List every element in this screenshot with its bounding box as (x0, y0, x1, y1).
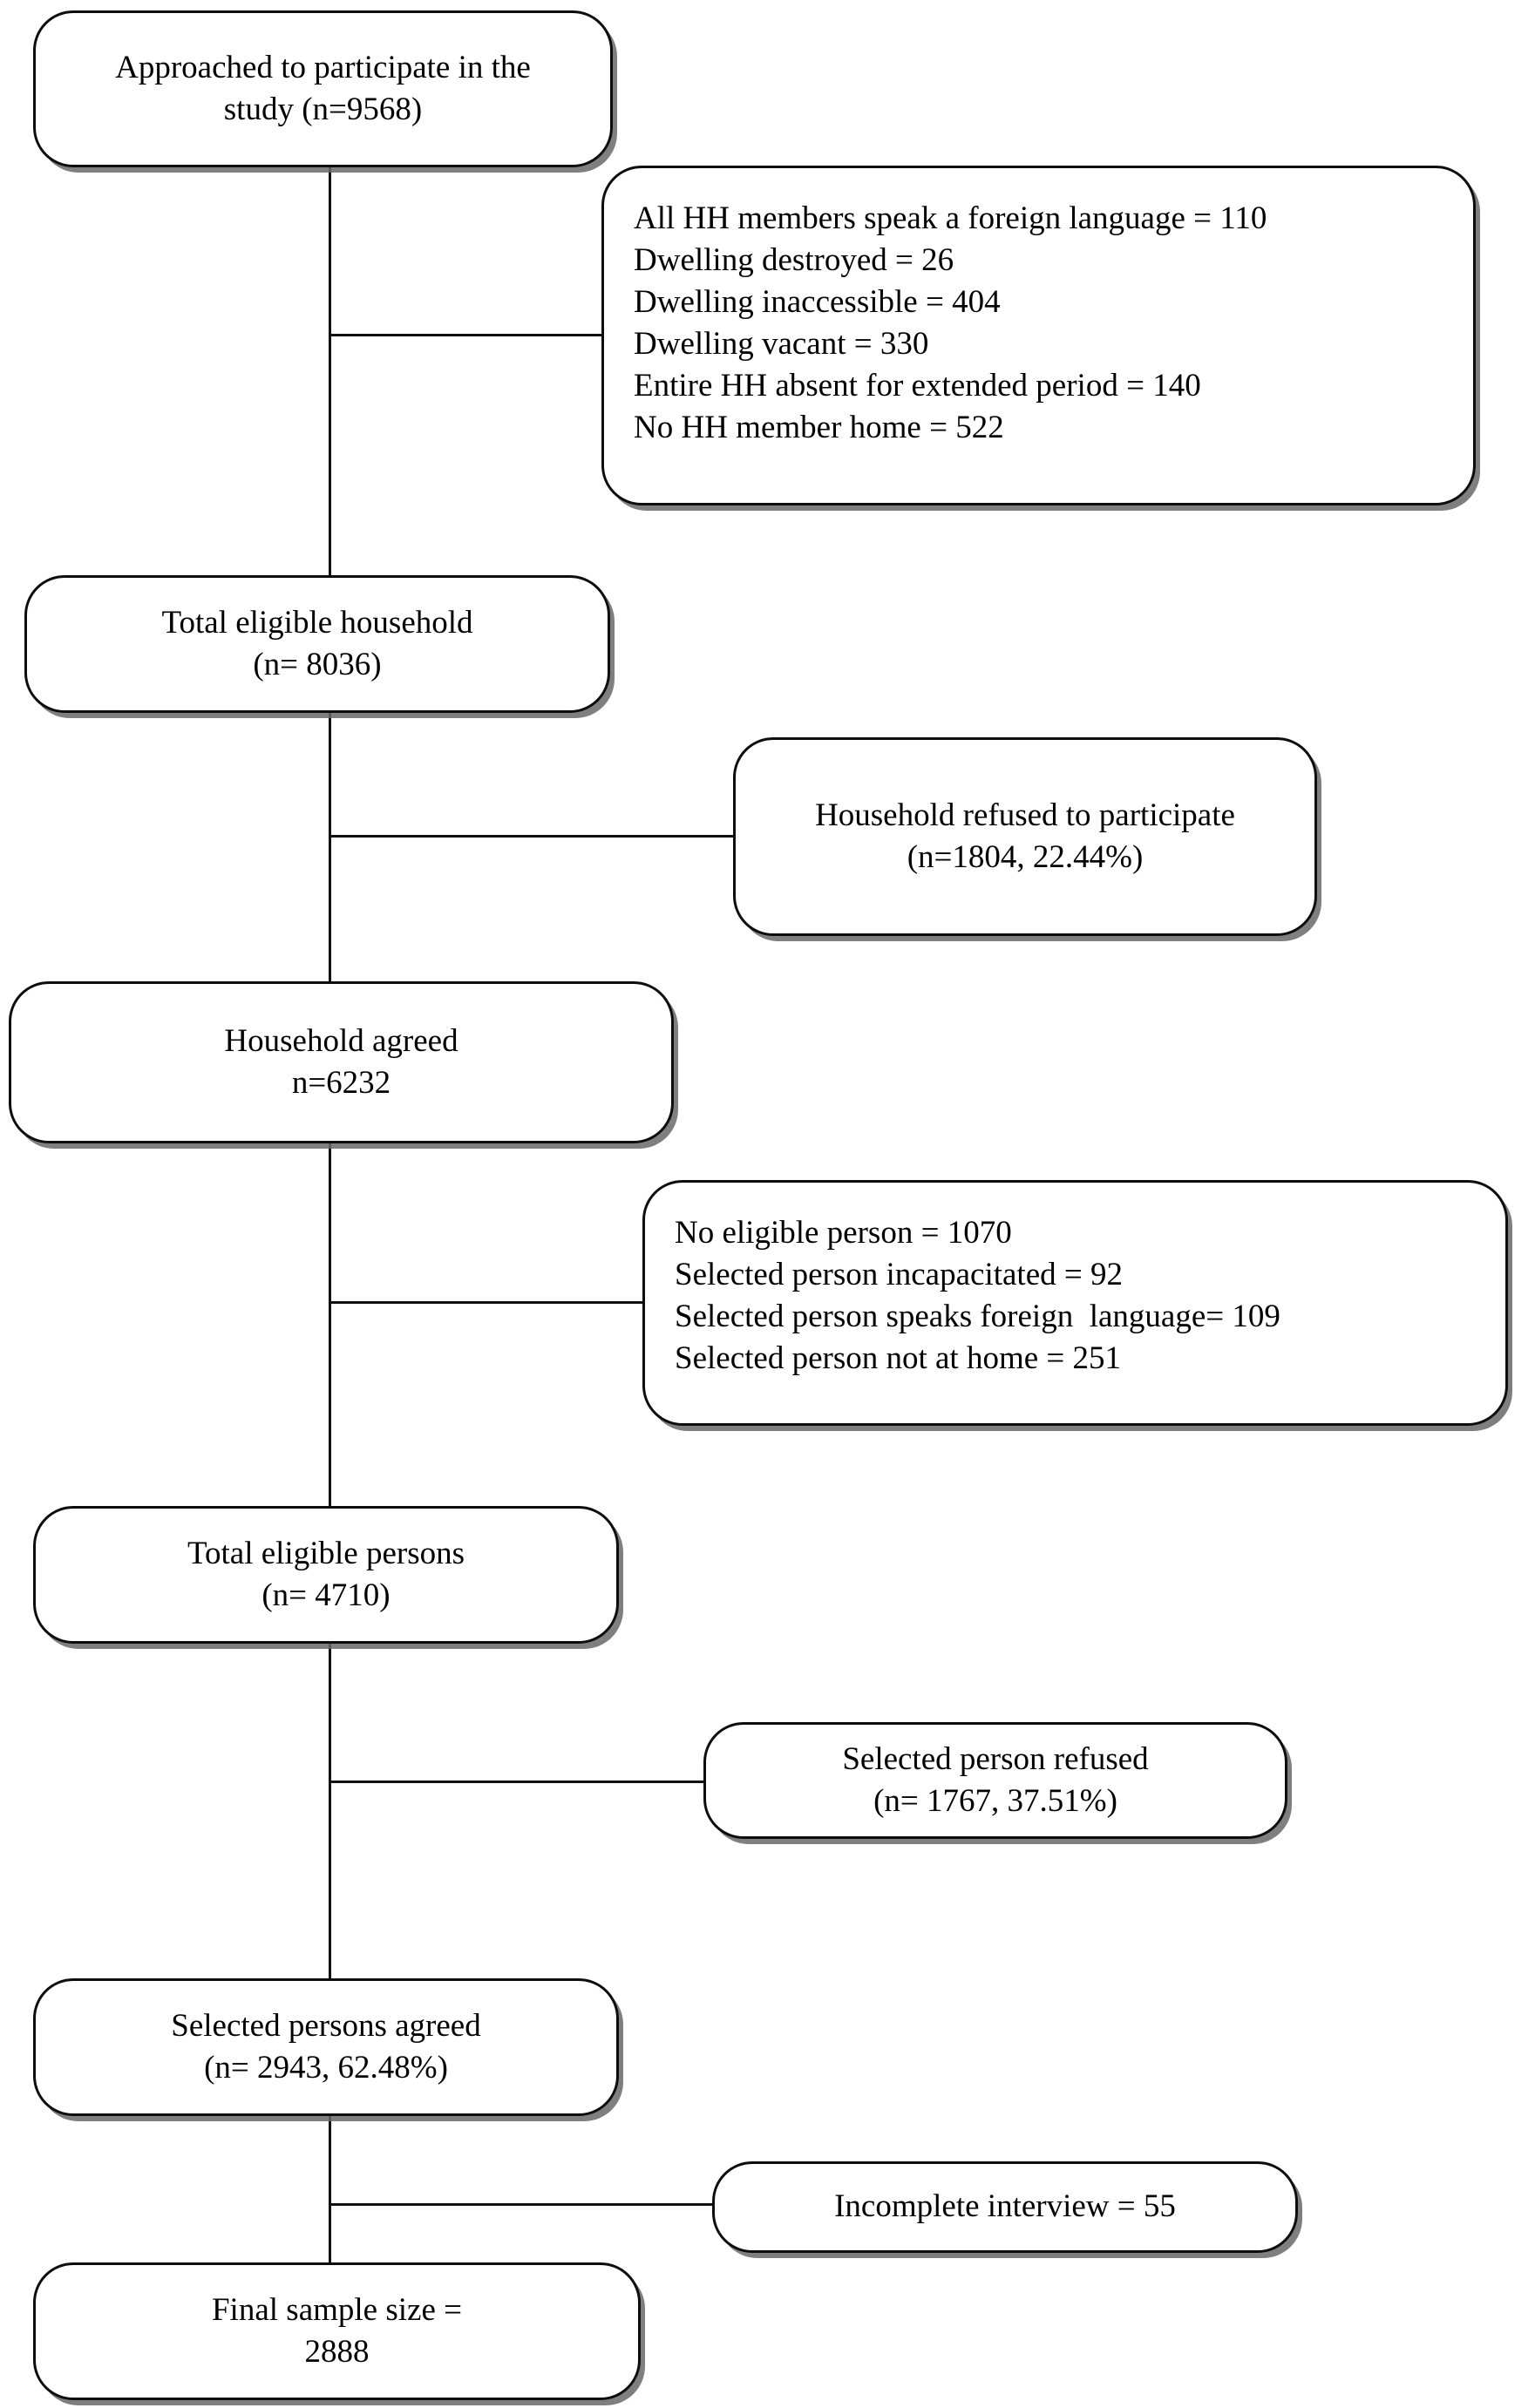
connector-agreed-to-eligible-persons (329, 1141, 331, 1510)
incomplete-interview-box: Incomplete interview = 55 (712, 2161, 1298, 2253)
connector-branch-household-exclusions (329, 334, 604, 336)
person-exclusion-line-1: No eligible person = 1070 (675, 1215, 1012, 1251)
household-refused-box: Household refused to participate (n=1804… (733, 737, 1317, 936)
household-agreed-line-1: Household agreed (224, 1022, 458, 1059)
household-agreed-box: Household agreed n=6232 (9, 981, 674, 1143)
household-refused-line-1: Household refused to participate (815, 797, 1235, 833)
household-exclusion-line-6: No HH member home = 522 (634, 410, 1004, 446)
connector-branch-incomplete-interview (329, 2203, 714, 2206)
household-exclusion-line-1: All HH members speak a foreign language … (634, 200, 1267, 236)
connector-eligible-household-to-agreed (329, 711, 331, 985)
person-refused-line-1: Selected person refused (842, 1740, 1149, 1777)
approached-line-1: Approached to participate in the (115, 49, 531, 85)
final-sample-size-box: Final sample size = 2888 (33, 2262, 641, 2400)
selected-persons-agreed-box: Selected persons agreed (n= 2943, 62.48%… (33, 1978, 619, 2116)
eligible-persons-line-2: (n= 4710) (261, 1577, 391, 1613)
connector-branch-household-refused (329, 835, 735, 838)
persons-agreed-line-1: Selected persons agreed (171, 2007, 481, 2044)
household-agreed-line-2: n=6232 (291, 1065, 391, 1101)
person-exclusion-line-2: Selected person incapacitated = 92 (675, 1257, 1123, 1293)
approached-line-2: study (n=9568) (223, 92, 423, 127)
household-exclusion-line-3: Dwelling inaccessible = 404 (634, 284, 1001, 321)
household-exclusion-line-4: Dwelling vacant = 330 (634, 326, 929, 363)
connector-persons-agreed-to-final (329, 2114, 331, 2268)
final-sample-line-1: Final sample size = (211, 2291, 462, 2328)
eligible-persons-line-1: Total eligible persons (187, 1535, 465, 1571)
incomplete-interview-line-1: Incomplete interview = 55 (834, 2188, 1176, 2225)
total-eligible-household-box: Total eligible household (n= 8036) (24, 575, 610, 713)
selected-person-refused-box: Selected person refused (n= 1767, 37.51%… (703, 1722, 1287, 1839)
household-exclusions-box: All HH members speak a foreign language … (601, 166, 1476, 505)
connector-branch-person-refused (329, 1781, 705, 1783)
approached-box: Approached to participate in the study (… (33, 10, 613, 167)
persons-agreed-line-2: (n= 2943, 62.48%) (204, 2050, 448, 2086)
connector-branch-person-exclusions (329, 1301, 644, 1304)
total-eligible-persons-box: Total eligible persons (n= 4710) (33, 1506, 619, 1644)
person-exclusions-box: No eligible person = 1070 Selected perso… (642, 1180, 1508, 1426)
person-refused-line-2: (n= 1767, 37.51%) (873, 1783, 1117, 1819)
connector-approached-to-eligible-household (329, 166, 331, 582)
person-exclusion-line-4: Selected person not at home = 251 (675, 1340, 1122, 1377)
household-refused-line-2: (n=1804, 22.44%) (907, 839, 1144, 875)
eligible-household-line-1: Total eligible household (161, 604, 473, 641)
household-exclusion-line-2: Dwelling destroyed = 26 (634, 242, 954, 279)
eligible-household-line-2: (n= 8036) (253, 647, 382, 682)
household-exclusion-line-5: Entire HH absent for extended period = 1… (634, 368, 1201, 404)
connector-eligible-persons-to-agreed (329, 1644, 331, 1984)
person-exclusion-line-3: Selected person speaks foreign language=… (675, 1299, 1280, 1335)
final-sample-line-2: 2888 (304, 2334, 370, 2370)
